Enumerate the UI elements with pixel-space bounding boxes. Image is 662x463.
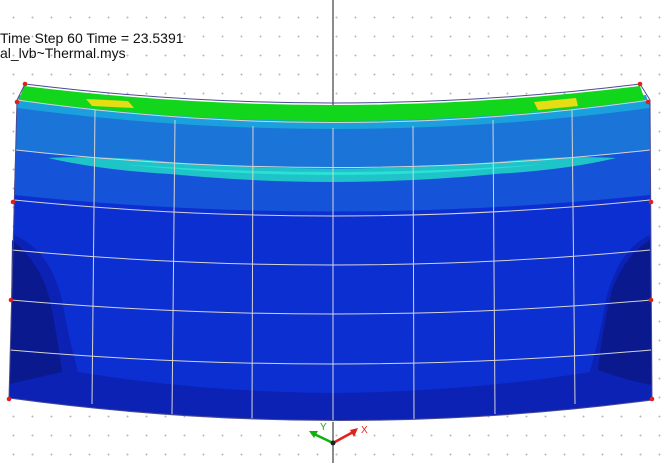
time-step-label: Time Step 60 Time = 23.5391 <box>0 30 184 46</box>
contour-hotspot-left <box>86 99 134 108</box>
x-axis-arrow <box>332 429 356 445</box>
contour-band-green <box>19 86 645 121</box>
contour-band-darkest-left <box>10 240 62 384</box>
triad-origin <box>330 440 336 446</box>
x-axis-label: X <box>361 425 368 436</box>
y-axis-label: Y <box>320 422 327 433</box>
contour-band-bottom <box>9 386 652 421</box>
file-name-label: al_lvb~Thermal.mys <box>0 45 126 61</box>
x-axis-arrowhead <box>350 428 358 437</box>
contour-band-darkest-right <box>598 240 652 385</box>
axis-triad: Y X <box>309 422 368 446</box>
mesh-lines <box>9 99 652 422</box>
contour-plot[interactable] <box>9 86 652 421</box>
contour-band-cyan-light <box>120 164 546 175</box>
contour-hotspot-right <box>534 98 578 110</box>
contour-band-cyan <box>48 157 616 182</box>
node-markers <box>6 81 655 402</box>
y-axis-arrowhead <box>309 431 318 438</box>
